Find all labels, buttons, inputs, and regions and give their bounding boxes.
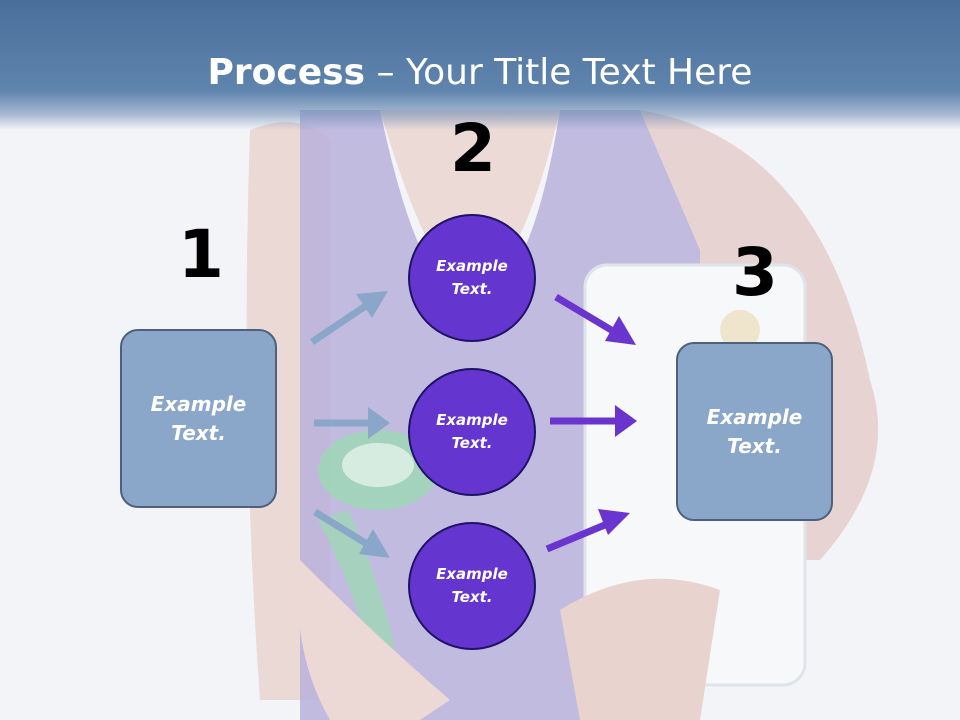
step-1-box[interactable]: Example Text. [120,329,277,508]
step-3-box[interactable]: Example Text. [676,342,833,521]
step-2-circle-top[interactable]: Example Text. [408,214,536,342]
title-bar [0,0,960,130]
left-arrow-middle [314,407,390,439]
step-2-circle-middle[interactable]: Example Text. [408,368,536,496]
title-rest: – Your Title Text Here [365,52,753,93]
step-number-3: 3 [732,234,778,311]
right-arrow-down [554,293,636,345]
right-arrow-middle [550,405,637,437]
title-bold: Process [207,52,366,93]
step-1-text: Example Text. [150,391,247,445]
circle-bottom-text: Example Text. [436,565,508,606]
circle-top-text: Example Text. [436,257,508,298]
step-3-text: Example Text. [706,404,803,458]
circle-middle-text: Example Text. [436,411,508,452]
slide-title: Process – Your Title Text Here [0,52,960,93]
left-arrow-up [310,291,388,345]
right-arrow-up [545,509,630,553]
step-2-circle-bottom[interactable]: Example Text. [408,522,536,650]
left-arrow-down [313,509,390,558]
step-number-2: 2 [450,110,496,187]
step-number-1: 1 [178,216,224,293]
